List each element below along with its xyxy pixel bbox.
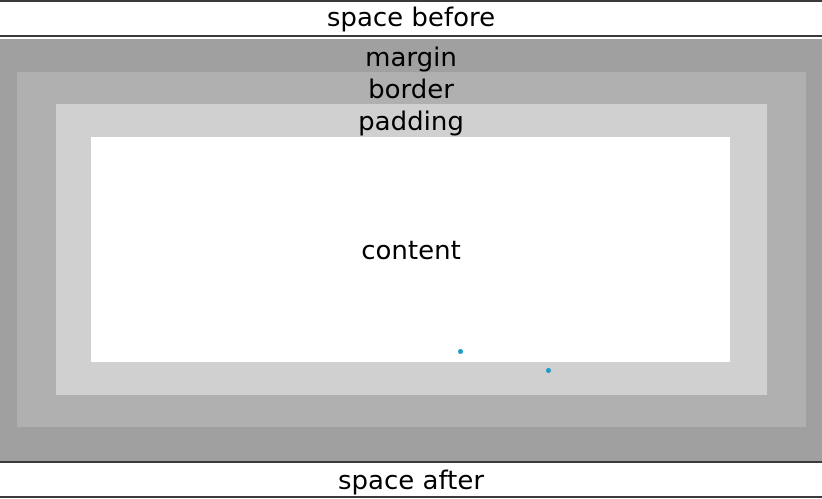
space-before-band: space before (0, 0, 822, 37)
marker-dot-icon (546, 368, 551, 373)
content-label: content (361, 236, 461, 266)
space-after-label: space after (337, 466, 485, 496)
padding-label: padding (358, 107, 464, 137)
border-label: border (368, 75, 454, 105)
space-after-band: space after (0, 461, 822, 498)
space-before-label: space before (326, 3, 496, 33)
margin-label: margin (365, 43, 457, 73)
content-box (91, 137, 730, 362)
marker-dot-icon (458, 349, 463, 354)
